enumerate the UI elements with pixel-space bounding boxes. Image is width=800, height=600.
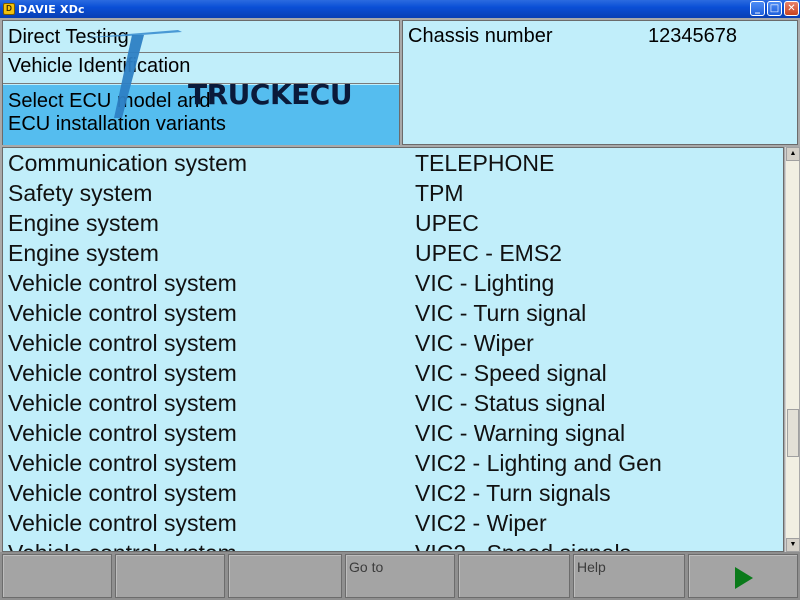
ecu-variant: VIC2 - Wiper [415,510,547,536]
menu-item-select-ecu[interactable]: Select ECU model and ECU installation va… [3,85,399,145]
ecu-variant: VIC - Wiper [415,330,534,356]
list-item[interactable]: Vehicle control system VIC - Lighting [3,270,783,300]
menu-item-direct-testing[interactable]: Direct Testing [3,25,399,53]
ecu-variant: UPEC [415,210,479,236]
list-item[interactable]: Vehicle control system VIC - Wiper [3,330,783,360]
davie-app-icon[interactable]: D [3,3,15,15]
ecu-variant: UPEC - EMS2 [415,240,562,266]
list-scrollbar[interactable]: ▲ ▼ [785,147,800,552]
ecu-list[interactable]: Communication system TELEPHONE Safety sy… [2,147,784,552]
system-name: Engine system [8,240,159,266]
list-item[interactable]: Vehicle control system VIC2 - Wiper [3,510,783,540]
function-key-1[interactable] [2,554,112,598]
function-bar: Go to Help [0,552,800,600]
system-name: Vehicle control system [8,450,237,476]
maximize-button[interactable]: □ [767,1,782,16]
list-item[interactable]: Engine system UPEC - EMS2 [3,240,783,270]
title-bar: D DAVIE XDc _ □ ✕ [0,0,800,18]
ecu-variant: VIC - Status signal [415,390,606,416]
menu-item-select-ecu-line2: ECU installation variants [8,113,226,135]
scroll-down-icon[interactable]: ▼ [786,538,800,552]
system-name: Vehicle control system [8,420,237,446]
ecu-variant: VIC2 - Speed signals [415,540,631,551]
list-item[interactable]: Vehicle control system VIC2 - Turn signa… [3,480,783,510]
help-button[interactable]: Help [573,554,685,598]
function-key-3[interactable] [228,554,342,598]
menu-panel: Direct Testing Vehicle Identification Se… [2,20,400,145]
ecu-variant: VIC - Lighting [415,270,555,296]
list-item[interactable]: Vehicle control system VIC - Warning sig… [3,420,783,450]
list-item[interactable]: Vehicle control system VIC - Turn signal [3,300,783,330]
list-item[interactable]: Engine system UPEC [3,210,783,240]
system-name: Communication system [8,150,248,176]
list-item[interactable]: Vehicle control system VIC2 - Lighting a… [3,450,783,480]
chassis-number-value: 12345678 [648,25,737,47]
system-name: Vehicle control system [8,270,237,296]
system-name: Vehicle control system [8,390,237,416]
play-icon [735,567,753,589]
function-key-2[interactable] [115,554,225,598]
next-button[interactable] [688,554,798,598]
menu-item-select-ecu-line1: Select ECU model and [8,90,211,112]
ecu-variant: TPM [415,180,464,206]
function-key-5[interactable] [458,554,570,598]
system-name: Vehicle control system [8,480,237,506]
list-item[interactable]: Vehicle control system VIC2 - Speed sign… [3,540,783,551]
system-name: Vehicle control system [8,330,237,356]
system-name: Vehicle control system [8,300,237,326]
window-controls: _ □ ✕ [750,1,799,16]
system-name: Safety system [8,180,153,206]
scroll-thumb[interactable] [787,409,799,457]
system-name: Vehicle control system [8,510,237,536]
list-item[interactable]: Vehicle control system VIC - Status sign… [3,390,783,420]
ecu-variant: VIC2 - Turn signals [415,480,611,506]
ecu-variant: VIC - Warning signal [415,420,626,446]
window-title: DAVIE XDc [18,2,85,16]
scroll-up-icon[interactable]: ▲ [786,147,800,161]
ecu-variant: VIC - Speed signal [415,360,607,386]
chassis-number-label: Chassis number [408,25,553,47]
list-item[interactable]: Communication system TELEPHONE [3,150,783,180]
system-name: Vehicle control system [8,540,237,551]
ecu-variant: VIC2 - Lighting and Gen [415,450,662,476]
list-item[interactable]: Safety system TPM [3,180,783,210]
system-name: Engine system [8,210,159,236]
close-button[interactable]: ✕ [784,1,799,16]
ecu-variant: VIC - Turn signal [415,300,587,326]
chassis-panel: Chassis number 12345678 [402,20,798,145]
list-item[interactable]: Vehicle control system VIC - Speed signa… [3,360,783,390]
ecu-variant: TELEPHONE [415,150,555,176]
system-name: Vehicle control system [8,360,237,386]
main-frame: Direct Testing Vehicle Identification Se… [0,18,800,600]
menu-item-vehicle-identification[interactable]: Vehicle Identification [3,54,399,84]
minimize-button[interactable]: _ [750,1,765,16]
go-to-button[interactable]: Go to [345,554,455,598]
